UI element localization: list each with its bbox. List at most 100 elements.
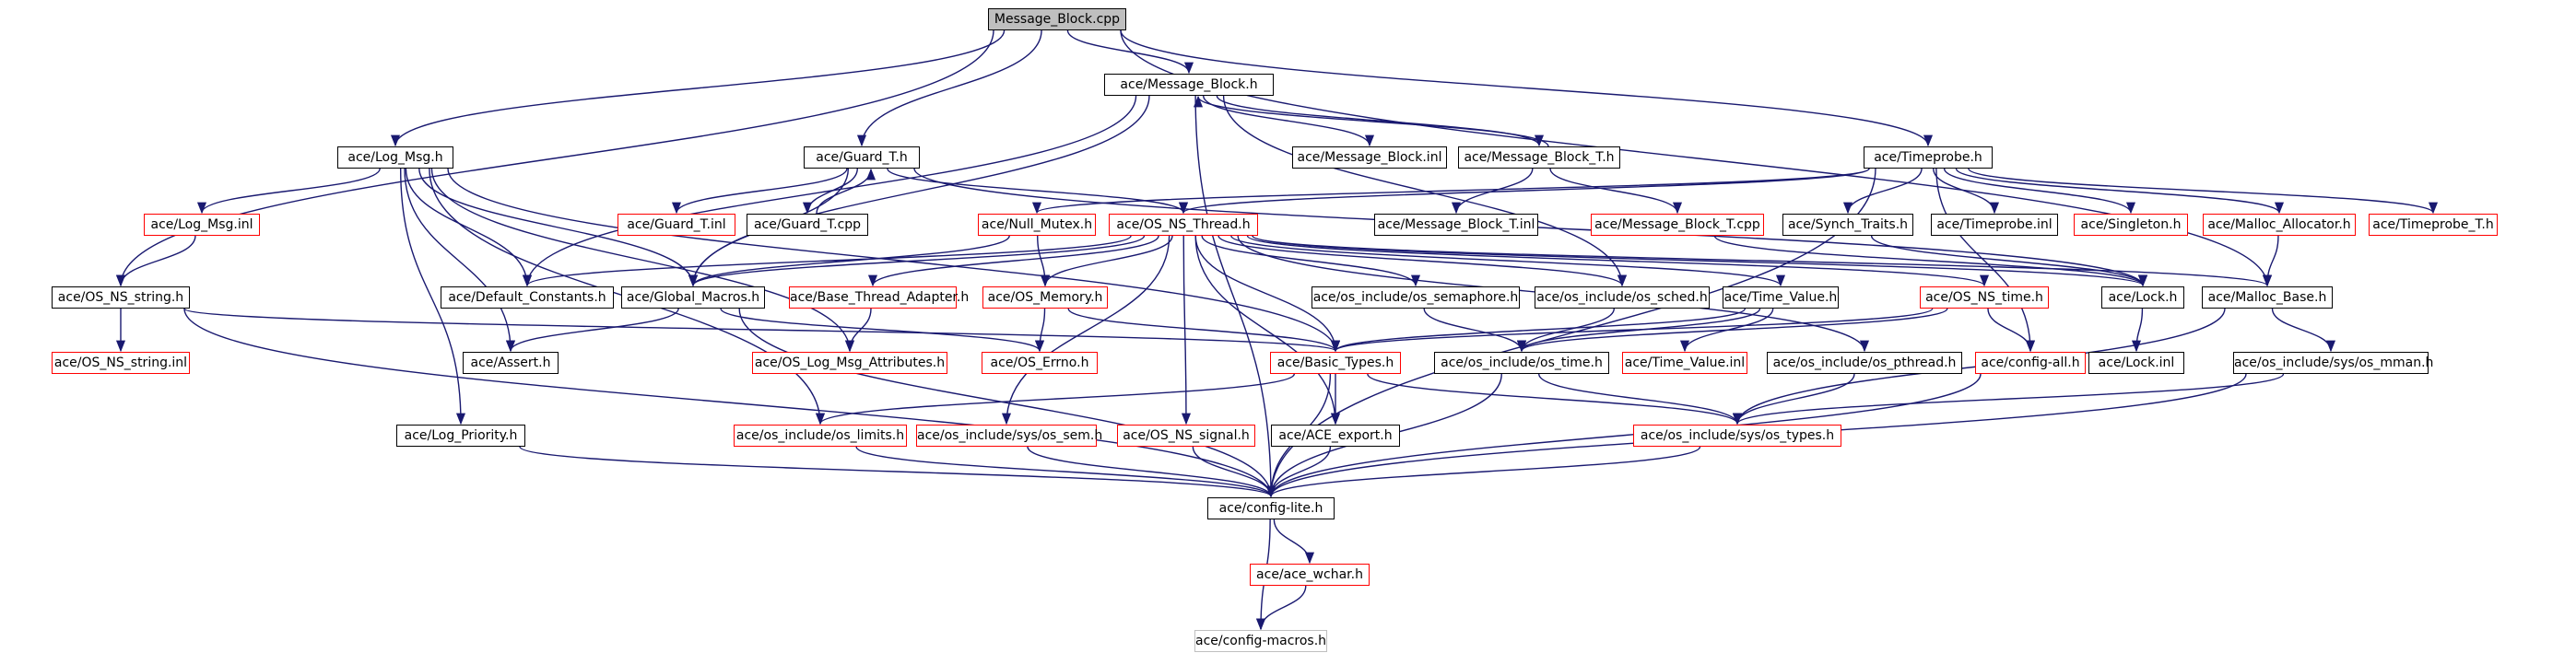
node-os-semaphore[interactable]: ace/os_include/os_semaphore.h bbox=[1312, 286, 1520, 309]
edge-global-macros-to-assert-h bbox=[506, 308, 679, 353]
node-lock-h[interactable]: ace/Lock.h bbox=[2101, 286, 2184, 309]
edge-timeprobe-h-to-synch-traits bbox=[1842, 168, 1923, 215]
node-synch-traits[interactable]: ace/Synch_Traits.h bbox=[1782, 214, 1913, 236]
edge-basic-types-to-os-types bbox=[1367, 373, 1742, 426]
node-guard-t-cpp[interactable]: ace/Guard_T.cpp bbox=[747, 214, 868, 236]
node-os-errno[interactable]: ace/OS_Errno.h bbox=[982, 352, 1098, 374]
node-log-priority[interactable]: ace/Log_Priority.h bbox=[396, 425, 525, 447]
node-os-time-h[interactable]: ace/os_include/os_time.h bbox=[1434, 352, 1609, 374]
node-config-lite[interactable]: ace/config-lite.h bbox=[1207, 497, 1335, 519]
node-malloc-alloc[interactable]: ace/Malloc_Allocator.h bbox=[2203, 214, 2356, 236]
node-global-macros[interactable]: ace/Global_Macros.h bbox=[621, 286, 765, 309]
edge-mb-t-cpp-to-lock-h bbox=[1713, 235, 2147, 287]
edge-guard-t-h-to-guard-t-cpp bbox=[802, 168, 858, 215]
node-config-all[interactable]: ace/config-all.h bbox=[1975, 352, 2086, 374]
edge-time-value-h-to-basic-types bbox=[1331, 308, 1747, 353]
node-os-memory[interactable]: ace/OS_Memory.h bbox=[982, 286, 1108, 309]
node-null-mutex[interactable]: ace/Null_Mutex.h bbox=[978, 214, 1096, 236]
edge-log-msg-h-to-assert-h bbox=[404, 168, 516, 353]
node-timeprobe-inl[interactable]: ace/Timeprobe.inl bbox=[1931, 214, 2058, 236]
node-log-msg-attr[interactable]: ace/OS_Log_Msg_Attributes.h bbox=[752, 352, 947, 374]
node-log-msg-h[interactable]: ace/Log_Msg.h bbox=[337, 146, 453, 169]
node-os-types[interactable]: ace/os_include/sys/os_types.h bbox=[1633, 425, 1841, 447]
edge-mb-h-to-config-lite bbox=[1194, 95, 1276, 498]
node-lock-inl[interactable]: ace/Lock.inl bbox=[2088, 352, 2184, 374]
edge-basic-types-to-os-limits bbox=[816, 373, 1295, 426]
node-malloc-base[interactable]: ace/Malloc_Base.h bbox=[2202, 286, 2333, 309]
node-os-ns-signal[interactable]: ace/OS_NS_signal.h bbox=[1117, 425, 1255, 447]
node-os-limits[interactable]: ace/os_include/os_limits.h bbox=[734, 425, 907, 447]
node-os-ns-string-inl[interactable]: ace/OS_NS_string.inl bbox=[52, 352, 190, 374]
node-root[interactable]: Message_Block.cpp bbox=[988, 8, 1126, 30]
edge-guard-t-cpp-to-guard-t-h bbox=[816, 168, 876, 215]
node-os-ns-thread[interactable]: ace/OS_NS_Thread.h bbox=[1109, 214, 1258, 236]
node-ace-export[interactable]: ace/ACE_export.h bbox=[1271, 425, 1400, 447]
edge-os-ns-thread-to-os-semaphore bbox=[1201, 235, 1420, 287]
edge-timeprobe-h-to-timeprobe-inl bbox=[1933, 168, 2000, 215]
edge-base-thread-to-log-msg-attr bbox=[844, 308, 872, 353]
node-base-thread[interactable]: ace/Base_Thread_Adapter.h bbox=[789, 286, 969, 309]
node-os-sched[interactable]: ace/os_include/os_sched.h bbox=[1535, 286, 1710, 309]
edge-mb-t-h-to-mb-t-cpp bbox=[1549, 168, 1682, 215]
node-config-macros[interactable]: ace/config-macros.h bbox=[1194, 630, 1327, 652]
node-singleton[interactable]: ace/Singleton.h bbox=[2074, 214, 2188, 236]
edge-os-mman-to-os-types bbox=[1733, 373, 2285, 426]
node-time-value-inl[interactable]: ace/Time_Value.inl bbox=[1622, 352, 1747, 374]
edge-timeprobe-h-to-timeprobe-t bbox=[1968, 168, 2438, 215]
edge-os-sem-to-config-lite bbox=[1027, 446, 1276, 498]
edge-os-ns-thread-to-os-ns-time bbox=[1246, 235, 1989, 287]
edge-mb-h-to-os-sched bbox=[1222, 95, 1627, 287]
edge-os-ns-thread-to-base-thread bbox=[868, 235, 1159, 287]
edge-lock-h-to-lock-inl bbox=[2131, 308, 2144, 353]
edge-timeprobe-h-to-config-all bbox=[1935, 168, 2036, 353]
edge-synch-traits-to-lock-h bbox=[1870, 235, 2147, 287]
node-os-pthread[interactable]: ace/os_include/os_pthread.h bbox=[1767, 352, 1962, 374]
edge-os-ns-time-to-basic-types bbox=[1331, 308, 1934, 353]
edge-os-types-to-config-lite bbox=[1266, 446, 1701, 498]
edge-root-to-log-msg-h bbox=[391, 29, 1006, 147]
edge-os-ns-thread-to-os-ns-signal bbox=[1181, 235, 1192, 426]
node-mb-h[interactable]: ace/Message_Block.h bbox=[1104, 74, 1274, 96]
node-ace-wchar[interactable]: ace/ace_wchar.h bbox=[1250, 564, 1370, 586]
edge-os-memory-to-basic-types bbox=[1067, 308, 1340, 353]
edge-root-to-mb-h bbox=[1066, 29, 1194, 75]
edge-ace-wchar-to-config-macros bbox=[1255, 585, 1307, 631]
edge-mb-t-h-to-mb-t-inl bbox=[1451, 168, 1534, 215]
edge-os-ns-thread-to-default-const bbox=[523, 235, 1132, 287]
edge-timeprobe-h-to-null-mutex bbox=[1032, 168, 1870, 215]
node-basic-types[interactable]: ace/Basic_Types.h bbox=[1270, 352, 1401, 374]
node-time-value-h[interactable]: ace/Time_Value.h bbox=[1723, 286, 1839, 309]
edge-os-memory-to-os-errno bbox=[1034, 308, 1046, 353]
node-mb-inl[interactable]: ace/Message_Block.inl bbox=[1292, 146, 1447, 169]
node-mb-t-cpp[interactable]: ace/Message_Block_T.cpp bbox=[1591, 214, 1764, 236]
edge-guard-t-h-to-os-ns-thread bbox=[887, 168, 1188, 215]
edge-log-msg-h-to-log-msg-attr bbox=[430, 168, 854, 353]
edge-os-ns-string-h-to-config-lite bbox=[183, 308, 1276, 498]
edge-os-ns-thread-to-basic-types bbox=[1194, 235, 1341, 353]
edge-log-msg-inl-to-os-ns-string-h bbox=[115, 235, 196, 287]
edge-os-ns-thread-to-global-macros bbox=[688, 235, 1146, 287]
node-mb-t-inl[interactable]: ace/Message_Block_T.inl bbox=[1374, 214, 1538, 236]
edge-os-ns-thread-to-os-sched bbox=[1217, 235, 1627, 287]
edge-global-macros-to-os-errno bbox=[720, 308, 1044, 353]
edge-os-ns-signal-to-config-lite bbox=[1192, 446, 1276, 498]
node-timeprobe-h[interactable]: ace/Timeprobe.h bbox=[1864, 146, 1993, 169]
node-os-mman[interactable]: ace/os_include/sys/os_mman.h bbox=[2233, 352, 2433, 374]
edge-os-ns-thread-to-os-sem bbox=[1001, 235, 1170, 426]
edge-log-msg-h-to-log-msg-inl bbox=[197, 168, 381, 215]
node-os-ns-time[interactable]: ace/OS_NS_time.h bbox=[1920, 286, 2049, 309]
node-os-ns-string-h[interactable]: ace/OS_NS_string.h bbox=[52, 286, 190, 309]
node-guard-t-inl[interactable]: ace/Guard_T.inl bbox=[618, 214, 735, 236]
edge-root-to-os-ns-string-h bbox=[116, 29, 994, 287]
node-mb-t-h[interactable]: ace/Message_Block_T.h bbox=[1458, 146, 1620, 169]
node-timeprobe-t[interactable]: ace/Timeprobe_T.h bbox=[2369, 214, 2498, 236]
node-log-msg-inl[interactable]: ace/Log_Msg.inl bbox=[144, 214, 260, 236]
edge-timeprobe-h-to-malloc-alloc bbox=[1955, 168, 2284, 215]
edge-malloc-base-to-os-mman bbox=[2271, 308, 2336, 353]
edge-log-msg-h-to-log-priority bbox=[399, 168, 466, 426]
node-assert-h[interactable]: ace/Assert.h bbox=[463, 352, 559, 374]
edge-mb-h-to-mb-t-h bbox=[1216, 95, 1544, 147]
node-default-const[interactable]: ace/Default_Constants.h bbox=[441, 286, 614, 309]
node-os-sem[interactable]: ace/os_include/sys/os_sem.h bbox=[916, 425, 1102, 447]
node-guard-t-h[interactable]: ace/Guard_T.h bbox=[804, 146, 920, 169]
